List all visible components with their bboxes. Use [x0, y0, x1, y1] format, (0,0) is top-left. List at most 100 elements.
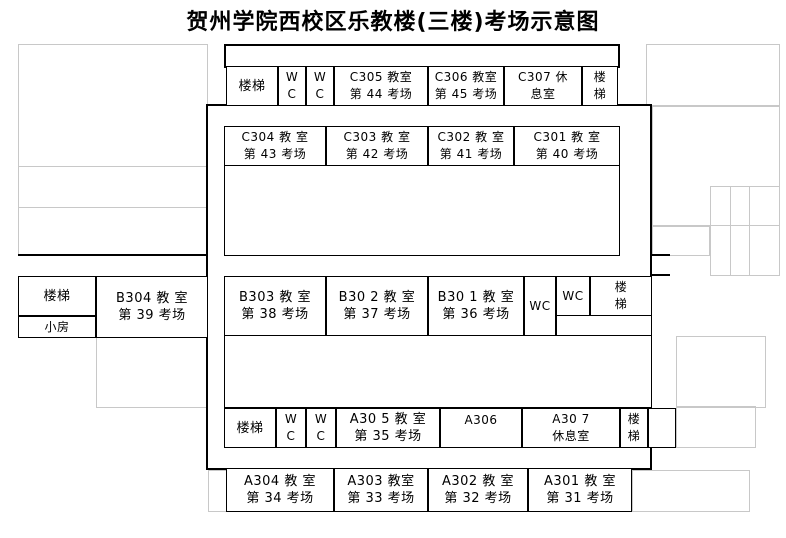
grid-cell	[652, 226, 710, 256]
stairwell-a-left: 楼梯	[224, 408, 276, 448]
grid-cell	[676, 406, 756, 448]
room-label: C302 教 室	[437, 130, 505, 144]
grid-cell	[632, 470, 750, 512]
room-label: W	[314, 412, 328, 426]
north-wing-top-strip	[224, 44, 620, 68]
room-label: C301 教 室	[533, 130, 601, 144]
page-title: 贺州学院西校区乐教楼(三楼)考场示意图	[186, 10, 600, 35]
room-label: 小房	[44, 319, 70, 334]
room-label: A306	[464, 413, 498, 427]
room-label: A30 7	[552, 412, 590, 426]
stairwell-a-right: 楼 梯	[620, 408, 648, 448]
room-label: B303 教 室	[239, 290, 311, 305]
room-label: 第 36 考场	[442, 307, 510, 322]
room-label: 休息室	[552, 429, 590, 443]
room-label: 第 42 考场	[345, 147, 409, 161]
restroom-c-2: W C	[306, 66, 334, 106]
room-label: WC	[529, 298, 551, 313]
room-label: W	[285, 70, 299, 84]
room-a303: A303 教室 第 33 考场	[334, 468, 428, 512]
room-label: 第 44 考场	[349, 87, 413, 101]
room-label: 楼梯	[236, 420, 264, 436]
small-room: 小房	[18, 316, 96, 338]
restroom-a-1: W C	[276, 408, 306, 448]
room-label: A301 教 室	[544, 474, 616, 489]
room-label: C303 教 室	[343, 130, 411, 144]
room-label: 息室	[530, 87, 556, 101]
room-a305: A30 5 教 室 第 35 考场	[336, 408, 440, 448]
a-wing-right-annex	[648, 408, 676, 448]
room-label: C	[287, 87, 297, 101]
room-a304: A304 教 室 第 34 考场	[226, 468, 334, 512]
room-label: A30 5 教 室	[349, 412, 427, 427]
room-label: 楼梯	[238, 78, 266, 94]
room-label: C305 教室	[349, 70, 413, 84]
room-label: B30 2 教 室	[338, 290, 416, 305]
room-label: 第 35 考场	[354, 429, 422, 444]
restroom-a-2: W C	[306, 408, 336, 448]
room-label: W	[284, 412, 298, 426]
room-label: 第 37 考场	[343, 307, 411, 322]
room-label: 梯	[593, 87, 607, 101]
room-label: 第 45 考场	[434, 87, 498, 101]
grid-cell	[730, 186, 750, 276]
grid-cell	[208, 470, 228, 512]
room-label: 第 40 考场	[535, 147, 599, 161]
room-label: A304 教 室	[244, 474, 316, 489]
grid-cell	[18, 44, 208, 256]
room-label: C	[286, 429, 296, 443]
room-label: WC	[562, 288, 584, 303]
room-label: B304 教 室	[116, 291, 188, 306]
room-label: A302 教 室	[442, 474, 514, 489]
room-label: 第 41 考场	[439, 147, 503, 161]
restroom-c-1: W C	[278, 66, 306, 106]
stairwell-c-left: 楼梯	[226, 66, 278, 106]
room-label: 楼	[627, 412, 641, 426]
restroom-b-1: WC	[524, 276, 556, 336]
grid-cell	[676, 336, 766, 408]
room-label: B30 1 教 室	[437, 290, 515, 305]
room-label: 楼梯	[43, 288, 71, 304]
room-c305: C305 教室 第 44 考场	[334, 66, 428, 106]
room-label: C304 教 室	[241, 130, 309, 144]
room-a307-lounge: A30 7 休息室	[522, 408, 620, 448]
room-c304: C304 教 室 第 43 考场	[224, 126, 326, 166]
corridor-wall	[18, 254, 208, 256]
stairwell-c-right: 楼 梯	[582, 66, 618, 106]
room-label: C	[316, 429, 326, 443]
room-a302: A302 教 室 第 32 考场	[428, 468, 528, 512]
grid-cell	[652, 106, 780, 226]
room-b304: B304 教 室 第 39 考场	[96, 276, 208, 338]
room-c303: C303 教 室 第 42 考场	[326, 126, 428, 166]
room-c302: C302 教 室 第 41 考场	[428, 126, 514, 166]
room-label: 梯	[627, 429, 641, 443]
grid-cell	[18, 166, 208, 208]
stairwell-b-right: 楼 梯	[590, 276, 652, 316]
grid-cell	[646, 44, 780, 106]
room-label: 梯	[614, 297, 628, 311]
room-c307-lounge: C307 休 息室	[504, 66, 582, 106]
restroom-b-2: WC	[556, 276, 590, 316]
room-c306: C306 教室 第 45 考场	[428, 66, 504, 106]
room-label: 第 34 考场	[246, 491, 314, 506]
room-label: 第 39 考场	[118, 308, 186, 323]
room-a306: A306	[440, 408, 522, 448]
room-label: 楼	[614, 280, 628, 294]
room-label: 第 38 考场	[241, 307, 309, 322]
stairwell-b-left: 楼梯	[18, 276, 96, 316]
corridor-wall	[650, 254, 670, 256]
room-b302: B30 2 教 室 第 37 考场	[326, 276, 428, 336]
room-b303: B303 教 室 第 38 考场	[224, 276, 326, 336]
room-label: C307 休	[517, 70, 569, 84]
room-b301: B30 1 教 室 第 36 考场	[428, 276, 524, 336]
room-label: 第 31 考场	[546, 491, 614, 506]
room-label: 第 33 考场	[347, 491, 415, 506]
room-c301: C301 教 室 第 40 考场	[514, 126, 620, 166]
b-wing-right-annex	[556, 316, 652, 336]
room-label: 楼	[593, 70, 607, 84]
room-label: 第 32 考场	[444, 491, 512, 506]
room-label: C306 教室	[434, 70, 498, 84]
grid-cell	[96, 336, 208, 408]
room-label: A303 教室	[347, 474, 415, 489]
